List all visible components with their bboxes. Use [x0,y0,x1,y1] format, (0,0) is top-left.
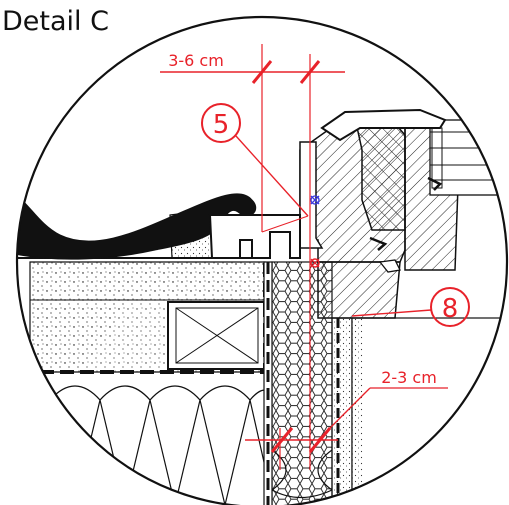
drawing-content [17,108,507,505]
detail-circle [15,15,509,505]
tick-bottom-left [270,427,294,453]
cover-profile [320,108,447,142]
roof-membrane [17,193,257,260]
tick-top-right [299,60,321,84]
callout-5-leader [235,135,309,217]
callout-5-label: 5 [213,110,230,140]
tick-bottom-right [308,427,332,453]
red-marker [310,258,320,268]
cavity-fill [331,317,353,505]
drip-profile [378,259,401,273]
timber-block [167,301,266,370]
insulation-rolls [17,378,269,505]
blue-marker [310,195,320,205]
dimension-label-top: 3-6 cm [168,51,224,70]
callout-8-leader [351,309,432,317]
slope-screed [30,262,265,372]
wall-insulation-loops [271,449,333,499]
hatch-diagonal [261,215,309,233]
plaster-layer [352,318,364,505]
dimension-label-bottom: 2-3 cm [381,368,437,387]
masonry-wall [351,317,507,505]
callout-8-circle [430,287,470,327]
annotations [160,44,470,470]
plinth-profile [208,214,301,259]
outer-seal [427,176,443,191]
sill-seal [369,236,388,251]
tick-top-left [251,60,273,84]
callout-8-label: 8 [442,294,459,324]
detail-title: Detail C [2,6,109,37]
callout-5-circle [201,103,241,143]
